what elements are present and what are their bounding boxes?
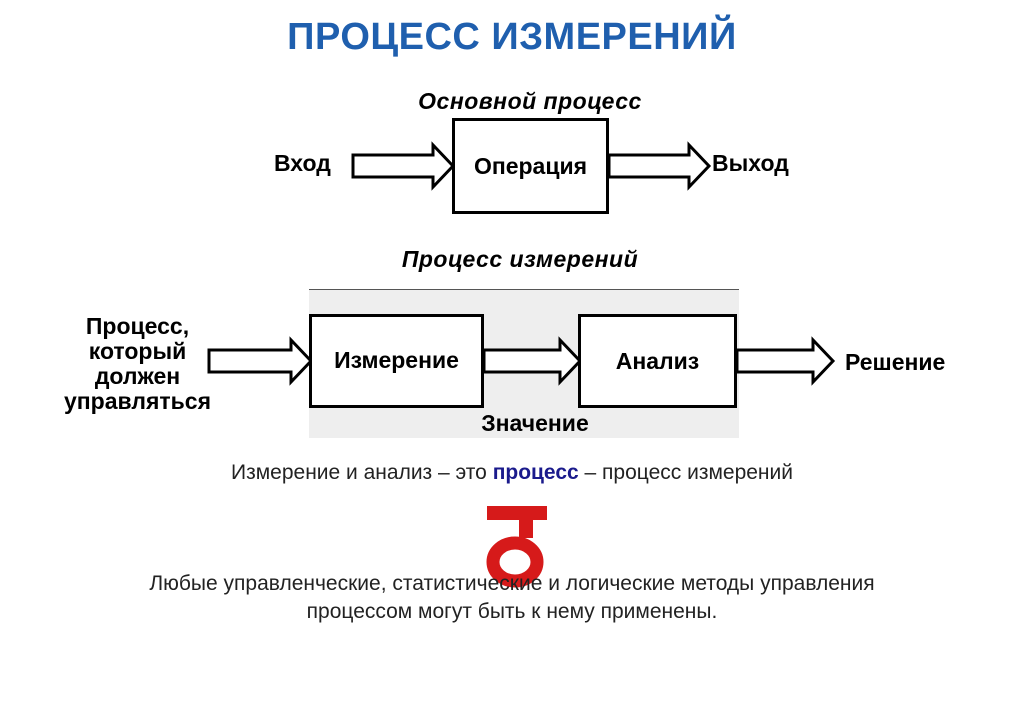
value-label: Значение [481, 410, 589, 436]
controlled-line: который [88, 338, 187, 364]
decision-label: Решение [845, 349, 946, 375]
input-label: Вход [274, 150, 331, 176]
statement-keyword: процесс [492, 461, 579, 484]
red-symbol-icon [486, 506, 547, 588]
input-arrow [351, 141, 456, 191]
controlled-line: управляться [63, 388, 211, 414]
statement-after: – процесс измерений [578, 461, 793, 484]
page-title: ПРОЦЕСС ИЗМЕРЕНИЙ [287, 16, 737, 58]
operation-box: Операция [452, 118, 609, 214]
controlled-process-arrow [207, 336, 314, 386]
value-arrow [482, 336, 583, 386]
measurement-label: Измерение [334, 347, 459, 373]
output-label: Выход [712, 150, 789, 176]
controlled-line: должен [94, 363, 181, 389]
conclusion-line: Любые управленческие, статистические и л… [149, 572, 875, 595]
controlled-process-label: Процесс, который должен управляться [40, 314, 235, 414]
conclusion-line: процессом могут быть к нему применены. [306, 600, 718, 623]
conclusion-text: Любые управленческие, статистические и л… [0, 570, 1024, 626]
statement-before: Измерение и анализ – это [231, 461, 493, 484]
operation-label: Операция [473, 152, 588, 179]
analysis-box: Анализ [578, 314, 737, 408]
measurement-process-heading: Процесс измерений [401, 246, 639, 272]
measurement-box: Измерение [309, 314, 484, 408]
decision-arrow [735, 336, 836, 386]
statement-text: Измерение и анализ – это процесс – проце… [0, 461, 1024, 485]
main-process-heading: Основной процесс [418, 88, 642, 114]
output-arrow [607, 141, 712, 191]
controlled-line: Процесс, [85, 313, 190, 339]
analysis-label: Анализ [615, 347, 700, 374]
